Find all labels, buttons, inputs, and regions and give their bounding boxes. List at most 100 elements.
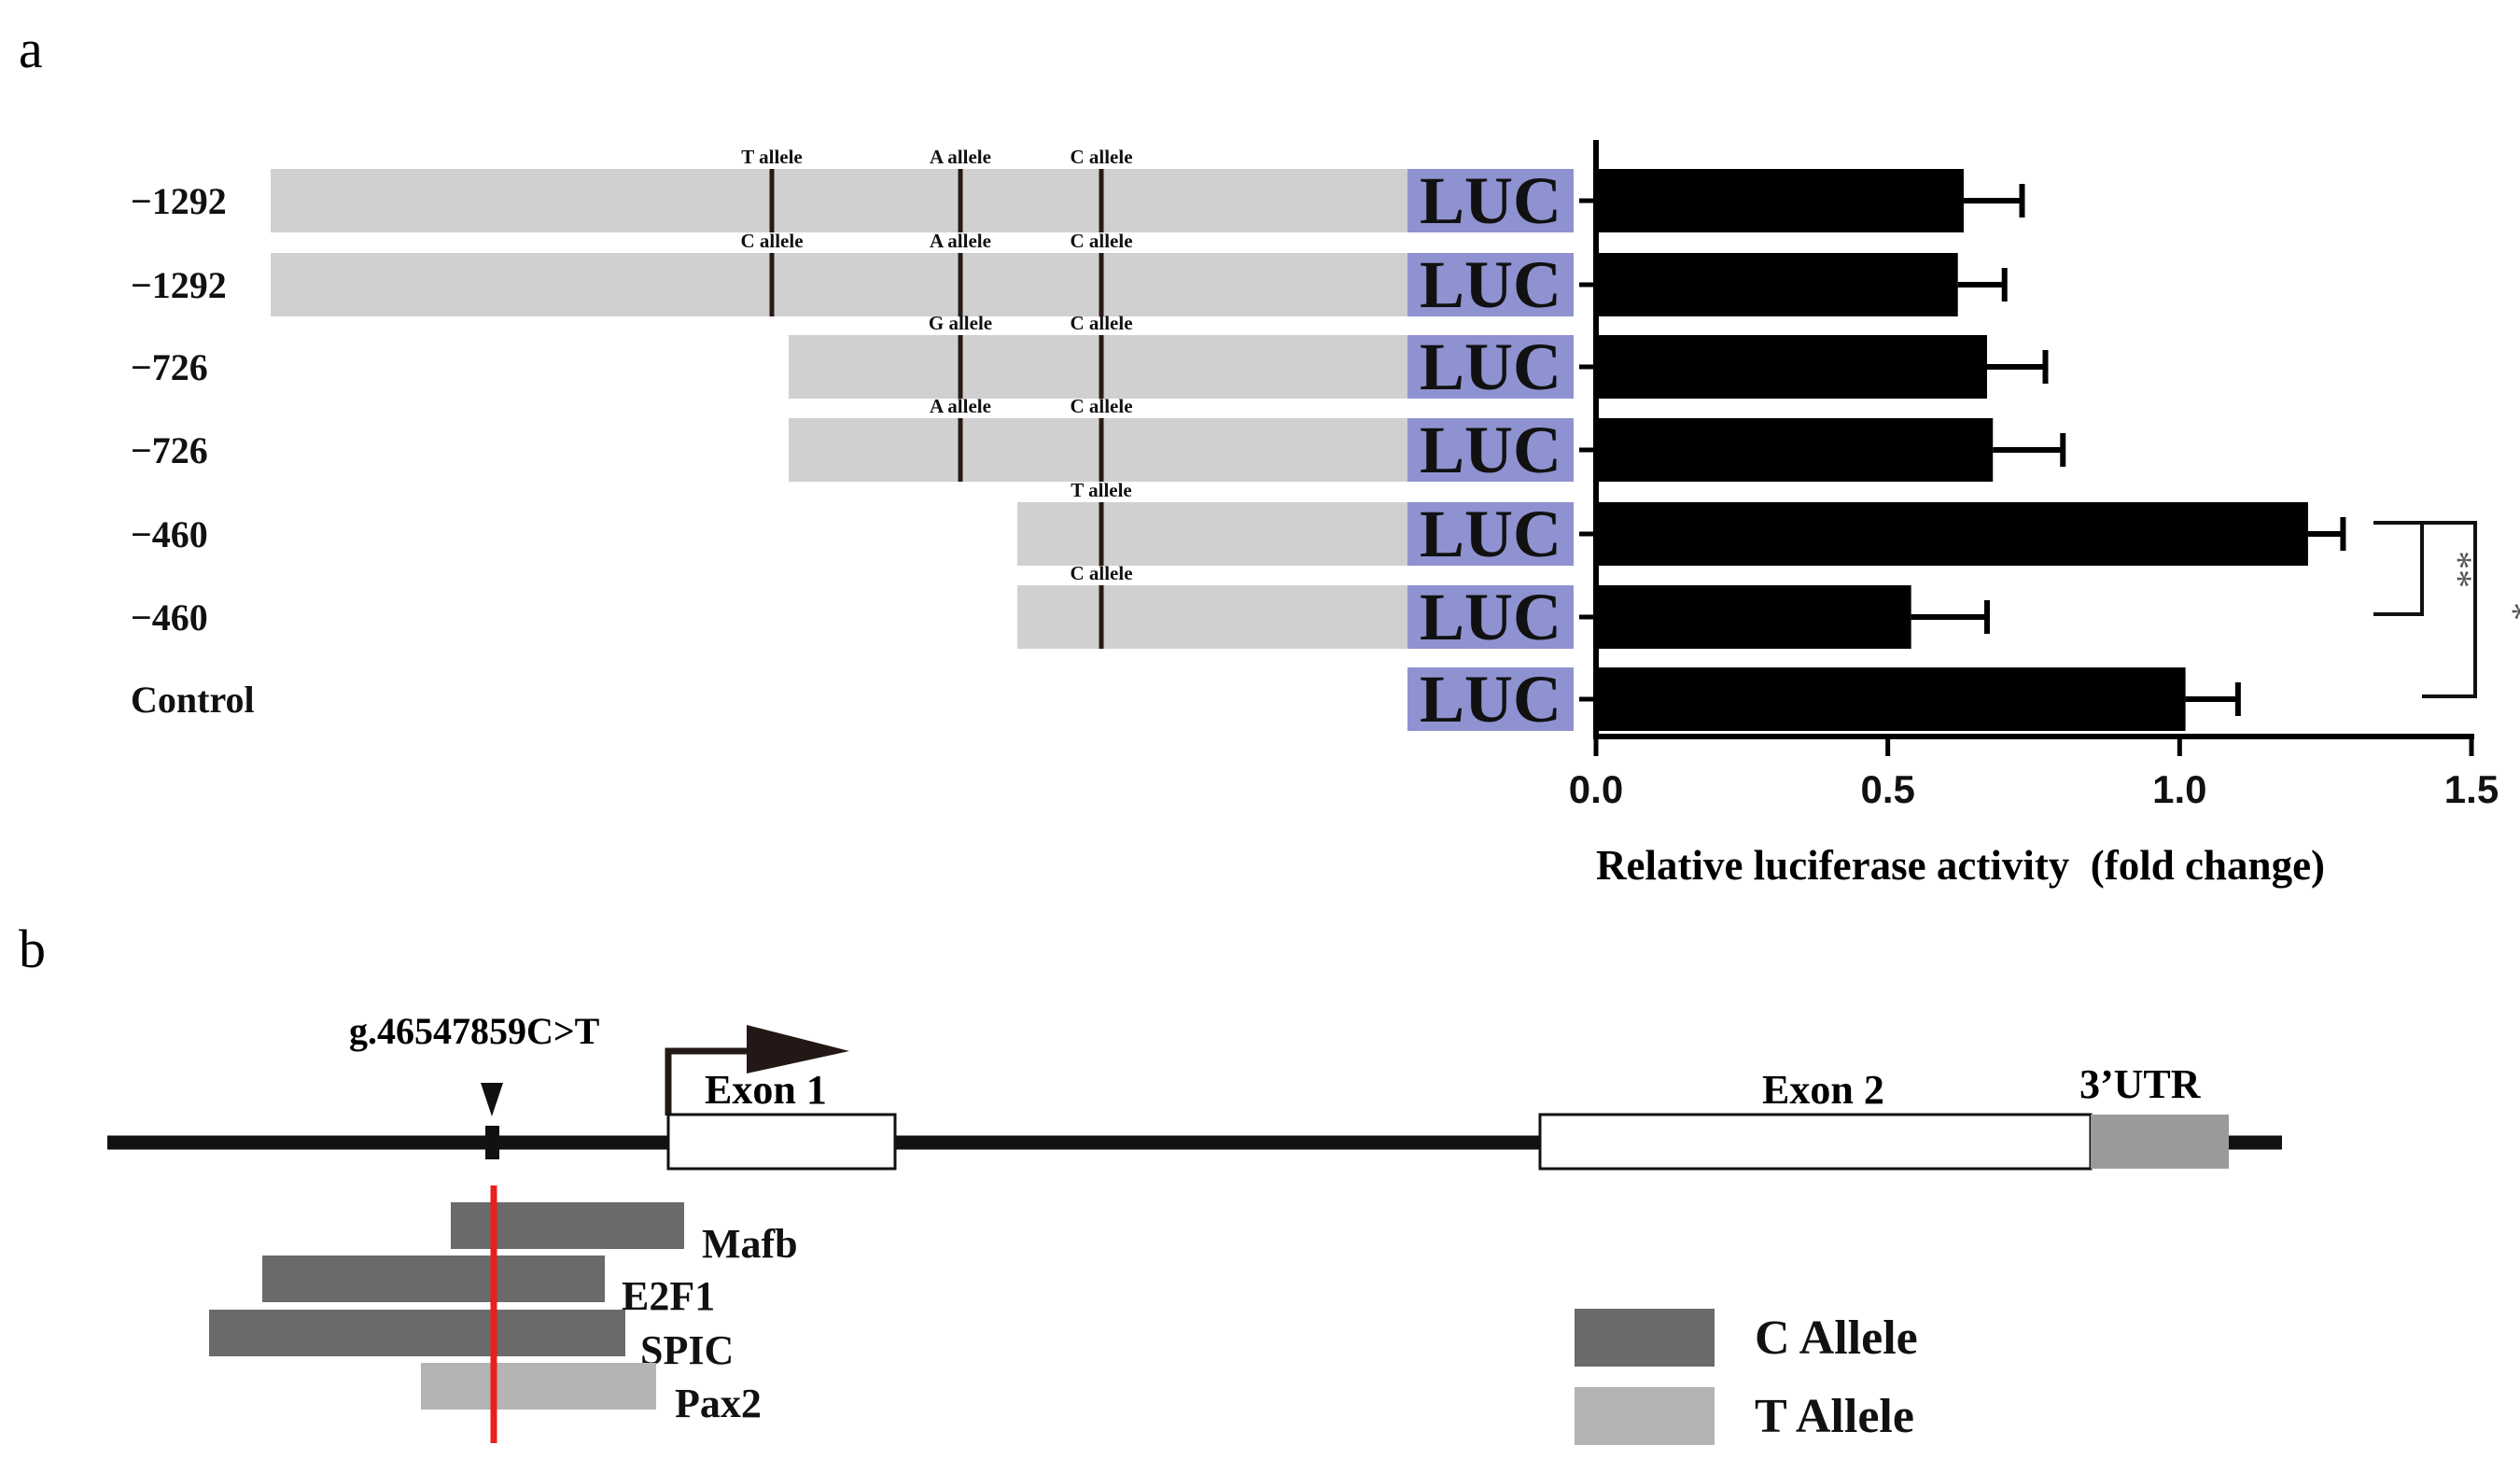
allele-label: C allele	[1070, 312, 1132, 334]
tf-site-bar	[262, 1256, 605, 1302]
allele-marker	[1099, 169, 1104, 232]
row-label: −460	[131, 513, 208, 555]
allele-marker	[958, 253, 963, 316]
allele-marker	[1099, 253, 1104, 316]
promoter-region	[1017, 585, 1407, 649]
legend-label: T Allele	[1755, 1390, 1914, 1443]
tss-arrow-icon	[665, 1047, 747, 1115]
allele-marker	[1099, 418, 1104, 482]
tss-arrowhead-icon	[747, 1025, 849, 1073]
allele-label: A allele	[930, 395, 991, 417]
luc-box	[1407, 253, 1574, 316]
bar	[1596, 253, 1958, 316]
luc-label: LUC	[1420, 330, 1561, 404]
bar-series	[1596, 169, 2346, 731]
allele-label: A allele	[930, 146, 991, 168]
bracket-double-star	[2373, 521, 2424, 616]
allele-label: C allele	[1070, 146, 1132, 168]
utr-label: 3’UTR	[2079, 1061, 2202, 1107]
promoter-region	[789, 335, 1407, 399]
bar	[1596, 335, 1987, 399]
allele-label: G allele	[929, 312, 992, 334]
luc-label: LUC	[1420, 497, 1561, 571]
row-label: Control	[131, 679, 255, 721]
x-tick-label: 1.5	[2444, 767, 2499, 811]
allele-marker	[769, 253, 775, 316]
tf-site-bar	[421, 1363, 656, 1410]
luc-label: LUC	[1420, 413, 1561, 487]
snp-label: g.46547859C>T	[349, 1010, 600, 1052]
allele-marker	[958, 169, 963, 232]
x-tick-label: 1.0	[2152, 767, 2206, 811]
row-label: −1292	[131, 180, 227, 222]
allele-marker	[958, 335, 963, 399]
luc-box	[1407, 335, 1574, 399]
exon-1-label: Exon 1	[705, 1067, 827, 1113]
promoter-region	[1017, 502, 1407, 566]
allele-legend: C Allele T Allele	[1575, 1309, 1918, 1445]
tf-site-label: Mafb	[702, 1221, 798, 1267]
allele-label: T allele	[1071, 479, 1132, 501]
luc-box	[1407, 169, 1574, 232]
tf-site-bar	[209, 1310, 625, 1356]
allele-marker	[1099, 502, 1104, 566]
allele-label: C allele	[1070, 562, 1132, 584]
allele-marker	[769, 169, 775, 232]
legend-label: C Allele	[1755, 1312, 1918, 1365]
significance-brackets: ***	[2373, 521, 2520, 698]
luc-box	[1407, 418, 1574, 482]
x-tick-label: 0.5	[1860, 767, 1914, 811]
row-label: −726	[131, 346, 208, 388]
luc-label: LUC	[1420, 580, 1561, 654]
chart-axes: 0.0 0.5 1.0 1.5	[1569, 140, 2499, 811]
promoter-region	[789, 418, 1407, 482]
panel-a-label: a	[19, 19, 43, 79]
x-axis-title: Relative luciferase activity (fold chang…	[1596, 842, 2325, 889]
utr-box	[2091, 1115, 2229, 1169]
bar-chart: 0.00.51.01.5 *** Relative luciferase act…	[1569, 140, 2520, 889]
tf-site-bar	[451, 1202, 684, 1249]
bar	[1596, 585, 1911, 649]
bar	[1596, 502, 2308, 566]
allele-label: A allele	[930, 230, 991, 252]
luc-label: LUC	[1420, 247, 1561, 322]
bar	[1596, 667, 2186, 731]
exon-2-label: Exon 2	[1762, 1067, 1884, 1113]
tf-site-label: Pax2	[675, 1381, 762, 1426]
allele-label: C allele	[1070, 395, 1132, 417]
significance-label: **	[2438, 551, 2480, 588]
luc-label: LUC	[1420, 662, 1561, 737]
luc-box	[1407, 585, 1574, 649]
promoter-region	[271, 169, 1407, 232]
significance-label: *	[2493, 602, 2520, 621]
exon-1-box	[666, 1113, 897, 1171]
tf-site-label: E2F1	[622, 1273, 715, 1319]
allele-marker	[1099, 335, 1104, 399]
bracket-single-star	[2422, 521, 2477, 698]
exon-2-box	[1538, 1113, 2093, 1171]
luc-label: LUC	[1420, 163, 1561, 238]
row-label: −1292	[131, 264, 227, 306]
gene-structure: Exon 1 Exon 2 3’UTR g.46547859C>T	[107, 1010, 2282, 1171]
allele-label: C allele	[740, 230, 803, 252]
allele-label: T allele	[741, 146, 803, 168]
allele-marker	[1099, 585, 1104, 649]
allele-label: C allele	[1070, 230, 1132, 252]
bar	[1596, 418, 1994, 482]
snp-pointer-icon	[481, 1083, 503, 1116]
promoter-region	[271, 253, 1407, 316]
legend-swatch	[1575, 1387, 1715, 1445]
x-tick-label: 0.0	[1569, 767, 1623, 811]
bar	[1596, 169, 1964, 232]
luc-box	[1407, 502, 1574, 566]
row-label: −726	[131, 429, 208, 471]
snp-tick	[485, 1126, 499, 1159]
allele-marker	[958, 418, 963, 482]
legend-swatch	[1575, 1309, 1715, 1367]
panel-b-label: b	[19, 919, 46, 979]
luc-box	[1407, 667, 1574, 731]
